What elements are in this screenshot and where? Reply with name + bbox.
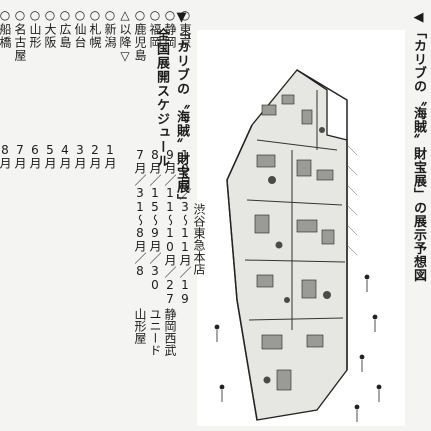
month: 4月: [58, 143, 72, 169]
schedule-title-line2: 全国展開スケジュール: [154, 28, 169, 168]
city-entry: ○静岡: [163, 8, 177, 49]
month: 5月: [43, 143, 57, 169]
city-entry: ○大阪: [43, 8, 57, 49]
triangle-down-icon: ▼: [174, 10, 189, 26]
venue: ユニード: [148, 308, 162, 356]
city-entry: ○広島: [58, 8, 72, 49]
city-entry: ○新潟: [103, 8, 117, 49]
month: 1月: [103, 143, 117, 169]
date-range: 7月／31〜8月／8: [133, 148, 147, 278]
venue: 静岡西武: [163, 308, 177, 356]
city-entry: ○福岡: [148, 8, 162, 49]
month: 3月: [73, 143, 87, 169]
schedule-title-line1: 「カリブの〝海賊〟財宝展」: [174, 26, 189, 208]
city-entry: ○鹿児島: [133, 8, 147, 62]
month: 6月: [28, 143, 42, 169]
date-range: 9月／11〜10月／27: [163, 148, 177, 306]
venue: 山形屋: [133, 308, 147, 344]
caption-text: 「カリブの〝海賊〟財宝展」の展示予想図: [411, 25, 426, 283]
city-entry: ○名古屋: [13, 8, 27, 62]
date-range: 8月／15〜9月／30: [148, 148, 162, 292]
month: 8月: [0, 143, 12, 169]
month: 2月: [88, 143, 102, 169]
city-entry: ○仙台: [73, 8, 87, 49]
exhibition-floor-plan-illustration: [197, 30, 405, 426]
venue: 渋谷東急本店: [192, 203, 206, 275]
month: 7月: [13, 143, 27, 169]
city-entry: ○山形: [28, 8, 42, 49]
city-entry: ○船橋: [0, 8, 12, 49]
schedule-list: ○東京 ○静岡 ○福岡 ○鹿児島 △以降▽ ○新潟 ○札幌 ○仙台 ○広島 ○大…: [0, 8, 206, 356]
city-entry: ○東京: [178, 8, 192, 49]
city-entry: △以降▽: [118, 8, 132, 64]
date-range: 10月／3〜11月／19: [178, 148, 192, 306]
illustration-caption: ◀「カリブの〝海賊〟財宝展」の展示予想図: [409, 10, 427, 282]
schedule-heading: ▼「カリブの〝海賊〟財宝展」 全国展開スケジュール: [151, 10, 191, 208]
triangle-marker-icon: ◀: [411, 10, 426, 26]
city-entry: ○札幌: [88, 8, 102, 49]
